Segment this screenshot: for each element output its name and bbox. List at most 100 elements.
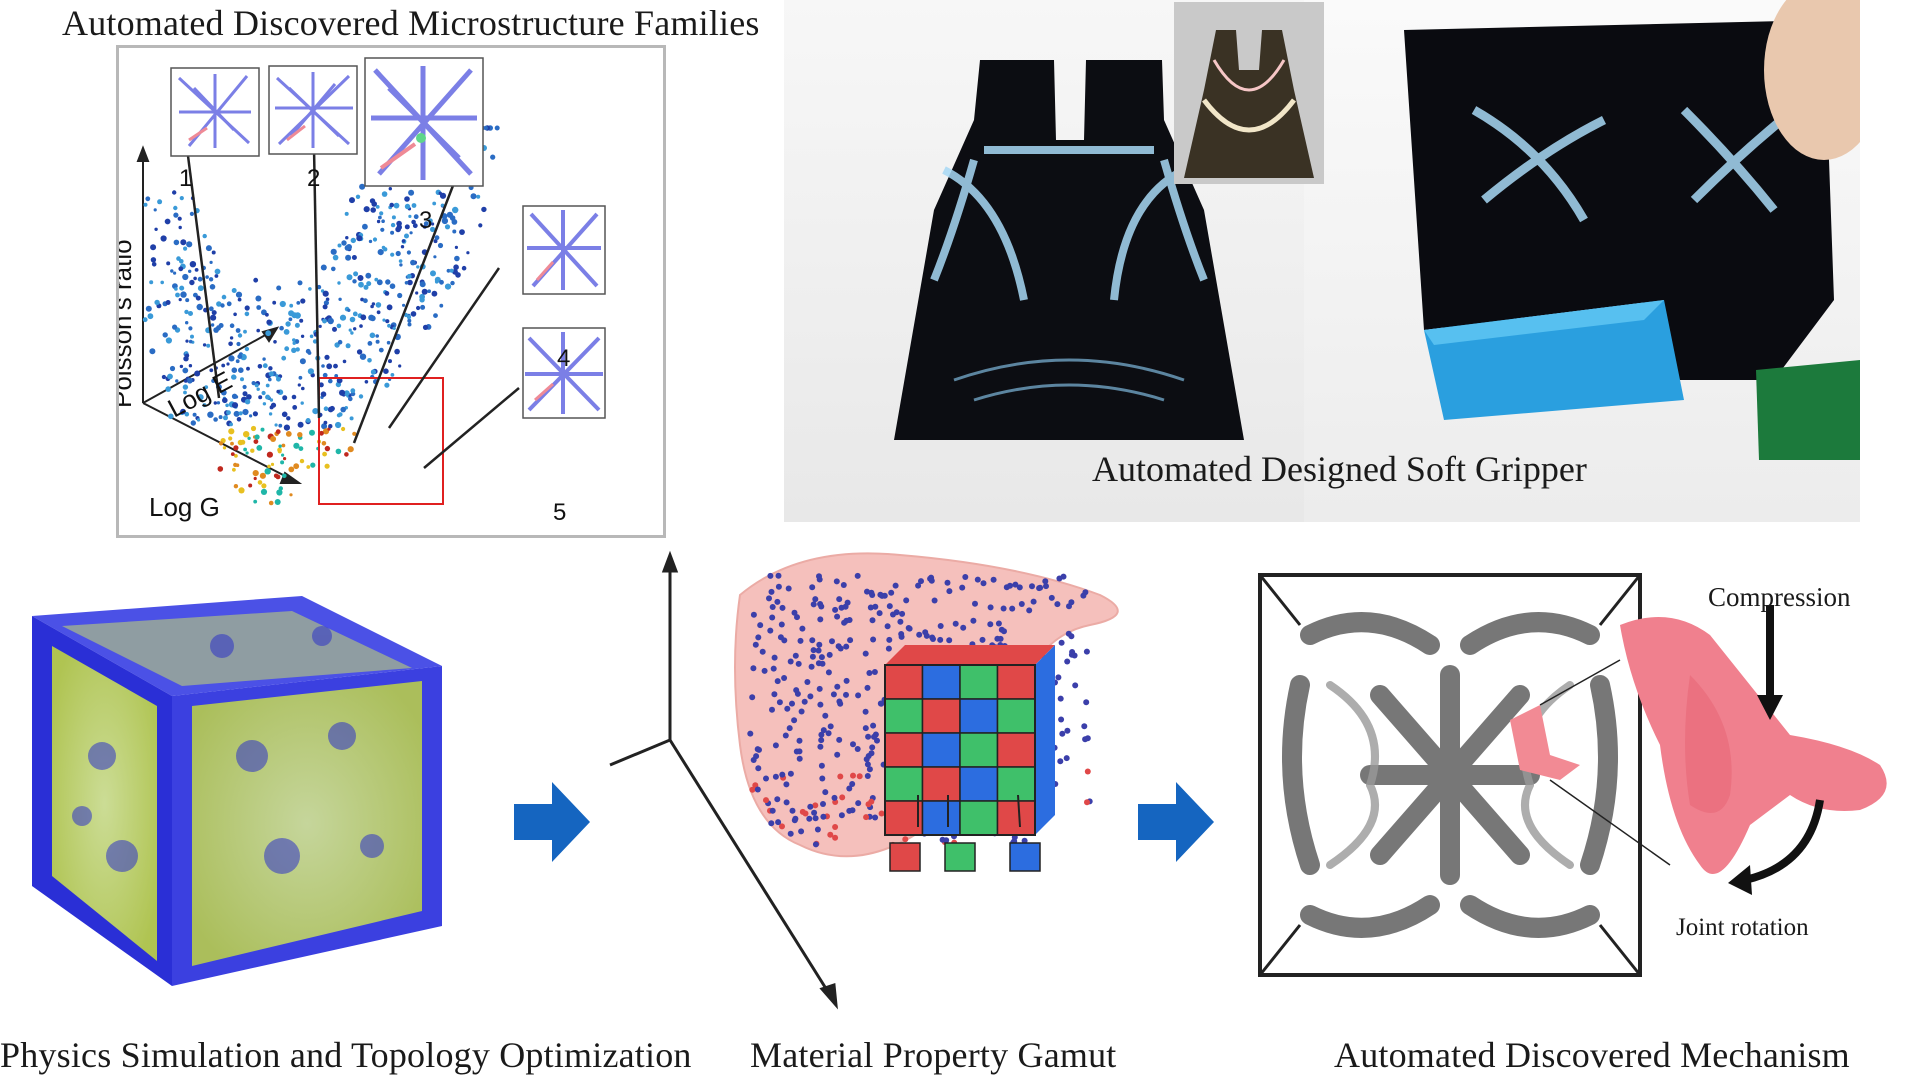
scatter-point [226,410,231,415]
scatter-point [213,401,217,405]
scatter-point [151,262,157,267]
scatter-point [437,242,444,249]
scatter-point [228,436,233,441]
gamut-point [1057,695,1064,702]
scatter-point [286,416,291,421]
scatter-point [275,474,281,480]
scatter-point [179,196,184,201]
voxel-cell [921,698,961,734]
scatter-point [389,202,395,208]
gamut-point [810,601,817,608]
scatter-point [270,436,277,442]
gamut-point [768,588,775,595]
scatter-point [407,279,413,286]
scatter-point [185,321,189,325]
scatter-point [305,418,311,423]
gamut-point [872,603,879,610]
scatter-point [366,281,372,287]
scatter-point [334,374,339,378]
scatter-point [291,347,297,353]
scatter-point [256,305,262,310]
scatter-point [292,341,296,345]
scatter-point [345,343,351,349]
scatter-point [411,203,417,208]
gamut-point [946,588,953,595]
gamut-point [798,828,805,835]
gamut-point [767,572,774,579]
scatter-point [352,279,357,284]
scatter-point [407,318,412,323]
voxel-cell [884,664,924,700]
scatter-point [262,357,266,361]
gamut-point [822,712,829,719]
gamut-point [817,701,824,708]
scatter-point [218,441,224,446]
scatter-point [390,373,395,377]
scatter-point [310,462,316,468]
scatter-point [406,315,412,320]
inset-leader-lines [185,147,520,469]
gamut-point [753,753,760,760]
voxel-cell [959,664,999,700]
scatter-point [214,268,221,275]
scatter-point [404,196,410,202]
scatter-point [299,358,306,365]
gamut-point [766,595,772,602]
scatter-point [145,305,152,312]
scatter-point [165,337,172,344]
gamut-point [767,627,774,634]
gamut-point [1036,585,1043,592]
scatter-point [228,341,233,347]
gamut-point [856,773,863,780]
gamut-point [819,775,826,782]
scatter-point [172,324,178,330]
scatter-point [338,297,342,301]
scatter-point [194,370,201,377]
scatter-point [450,280,455,286]
scatter-point [281,411,288,418]
scatter-point [433,313,438,318]
voxel-cube [884,645,1055,872]
scatter-point [367,341,373,346]
scatter-point [410,311,417,317]
scatter-point [216,301,222,307]
scatter-point [237,297,242,302]
voxel-cell [921,664,961,700]
scatter-point [184,411,190,417]
voxel-cell [959,698,999,734]
gamut-point [980,580,987,587]
scatter-point [408,214,412,218]
scatter-point [289,303,294,308]
gamut-point [843,643,850,650]
scatter-point [399,263,403,267]
gamut-point [1058,716,1065,723]
scatter-point [208,277,214,282]
scatter-point [321,423,328,430]
gamut-point [750,611,757,618]
scatter-point [268,377,272,382]
inset-label-5: 5 [553,499,566,526]
scatter-point [182,367,189,374]
gamut-point [796,748,803,755]
scatter-point [379,211,384,216]
voxel-cell [959,766,999,802]
inset-1 [170,67,260,157]
gamut-point [864,684,871,691]
scatter-point [378,215,382,220]
gamut-point [841,619,848,626]
simulation-cube-illustration [32,596,442,986]
scatter-point [243,431,250,438]
gamut-axes [609,550,838,1010]
gamut-point [987,621,994,628]
voxel-cell [921,732,961,768]
scatter-point [270,462,275,466]
gamut-point [779,771,786,778]
scatter-point [494,125,500,131]
scatter-point [350,388,356,394]
gamut-point [827,723,834,730]
scatter-point [419,297,425,303]
scatter-point [324,445,331,452]
gamut-point [878,810,885,817]
scatter-point [415,291,419,295]
scatter-point [332,326,337,332]
